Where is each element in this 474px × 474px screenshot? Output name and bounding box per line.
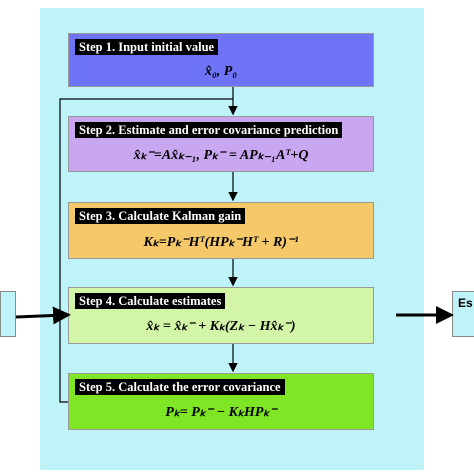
step-5-equation: Pₖ= Pₖ⁻ − KₖHPₖ⁻ <box>165 405 277 420</box>
step-5-header: Step 5. Calculate the error covariance <box>75 379 285 395</box>
step-5-box: Step 5. Calculate the error covariance P… <box>68 373 374 430</box>
step-3-header: Step 3. Calculate Kalman gain <box>75 208 246 224</box>
step-4-header: Step 4. Calculate estimates <box>75 293 226 309</box>
step-2-equation: x̂ₖ⁻=Ax̂ₖ₋₁, Pₖ⁻ = APₖ₋₁Aᵀ+Q <box>133 148 309 163</box>
step-1-header: Step 1. Input initial value <box>75 39 219 55</box>
step-1-equation: x̂₀, P₀ <box>204 64 238 79</box>
step-3-box: Step 3. Calculate Kalman gain Kₖ=Pₖ⁻Hᵀ(H… <box>68 202 374 259</box>
step-4-box: Step 4. Calculate estimates x̂ₖ = x̂ₖ⁻ +… <box>68 287 374 344</box>
step-2-header: Step 2. Estimate and error covariance pr… <box>75 122 343 138</box>
step-3-equation: Kₖ=Pₖ⁻Hᵀ(HPₖ⁻Hᵀ + R)⁻¹ <box>143 235 299 250</box>
feedback-loop <box>59 98 233 403</box>
step-4-equation: x̂ₖ = x̂ₖ⁻ + Kₖ(Zₖ − Hx̂ₖ⁻) <box>146 319 296 334</box>
step-2-box: Step 2. Estimate and error covariance pr… <box>68 116 374 172</box>
input-arrow <box>15 306 71 325</box>
step-1-box: Step 1. Input initial value x̂₀, P₀ <box>68 33 374 87</box>
input-box <box>0 291 16 337</box>
output-label: Es <box>458 296 473 310</box>
